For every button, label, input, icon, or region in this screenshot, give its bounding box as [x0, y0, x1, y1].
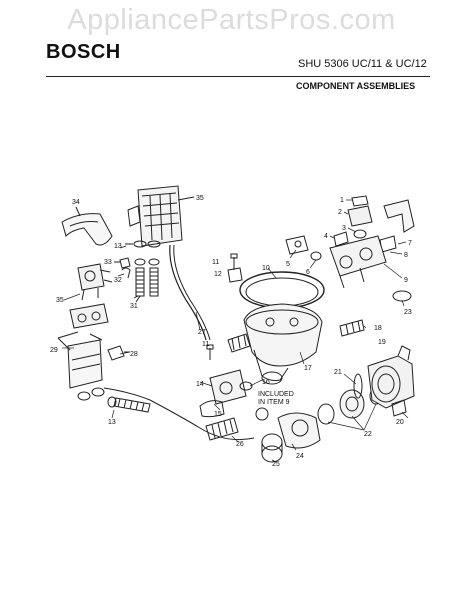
annotation-line-1: INCLUDED [258, 391, 294, 398]
part-13-seal-rings-upper [125, 240, 161, 266]
callout-24: 24 [296, 453, 304, 460]
part-32-clip [121, 267, 131, 279]
part-21-gasket [353, 373, 363, 399]
watermark-text: AppliancePartsPros.com [67, 4, 396, 36]
part-10-sump-ring [239, 271, 325, 309]
callout-3: 3 [342, 225, 346, 232]
part-19-pump-motor [367, 345, 415, 409]
part-26-drain-hose [205, 417, 239, 441]
part-11-screw-lower [206, 344, 214, 360]
part-34-cover-clip [61, 206, 113, 246]
part-25-impeller [261, 433, 283, 463]
callout-23: 23 [404, 309, 412, 316]
model-number: SHU 5306 UC/11 & UC/12 [298, 58, 427, 70]
callout-32: 32 [114, 277, 122, 284]
callout-21: 21 [334, 369, 342, 376]
callout-labels: 1 2 3 4 5 6 7 8 9 10 11 11 12 13 13 14 1… [50, 195, 412, 468]
part-16-fitting [227, 333, 251, 353]
callout-11-lower: 11 [202, 341, 209, 348]
callout-7: 7 [408, 240, 412, 247]
callout-15: 15 [214, 411, 222, 418]
callout-13-upper: 13 [114, 243, 122, 250]
callout-34: 34 [72, 199, 80, 206]
callout-33: 33 [104, 259, 112, 266]
callout-17: 17 [304, 365, 312, 372]
part-29-inlet-valve [57, 303, 109, 401]
part-9-softener-assembly [329, 235, 387, 289]
part-12-clip [227, 267, 243, 283]
callout-35-lower: 35 [56, 297, 64, 304]
callout-16: 16 [262, 379, 270, 386]
callout-25: 25 [272, 461, 280, 468]
callout-10: 10 [262, 265, 270, 272]
part-6-seal [310, 251, 322, 261]
callout-35-upper: 35 [196, 195, 204, 202]
part-30-float-switch [77, 263, 113, 301]
brand-logo-text: BOSCH [46, 41, 121, 63]
callout-26: 26 [236, 441, 244, 448]
part-14-clamp [239, 381, 253, 391]
callout-28: 28 [130, 351, 138, 358]
part-18-hose [339, 319, 365, 337]
callout-8: 8 [404, 252, 408, 259]
annotation-line-2: IN ITEM 9 [258, 399, 290, 406]
callout-14: 14 [196, 381, 204, 388]
callout-6: 6 [306, 269, 310, 276]
callout-9: 9 [404, 277, 408, 284]
callout-5: 5 [286, 261, 290, 268]
callout-1: 1 [340, 197, 344, 204]
part-15-pump-assembly [199, 369, 247, 418]
callout-11-upper: 11 [212, 259, 219, 266]
part-17-sump-housing [243, 303, 323, 385]
callout-29: 29 [50, 347, 58, 354]
callout-12: 12 [214, 271, 222, 278]
part-1-cap [351, 195, 369, 207]
part-13-bellows-lower [107, 396, 151, 413]
part-35-dispenser-housing [127, 185, 195, 247]
part-33-clip [114, 257, 131, 269]
part-5-switch [285, 235, 309, 255]
part-4-elbow [333, 231, 349, 247]
callout-2: 2 [338, 209, 342, 216]
part-23-hose-clamp [392, 290, 412, 302]
part-20-bracket [391, 399, 407, 417]
callout-22: 22 [364, 431, 372, 438]
part-31-bellows-hoses [135, 267, 159, 303]
part-3-connector [353, 229, 367, 239]
part-2-valve-body [347, 205, 373, 227]
part-7-bracket [383, 199, 415, 233]
callout-13-lower: 13 [108, 419, 116, 426]
part-24-pump-housing [255, 407, 321, 449]
callout-19: 19 [378, 339, 386, 346]
callout-27: 27 [198, 329, 206, 336]
callout-leaders [62, 199, 409, 463]
part-11-screw-upper [230, 253, 238, 270]
header-rule [46, 76, 430, 77]
callout-18: 18 [374, 325, 382, 332]
callout-4: 4 [324, 233, 328, 240]
section-title: COMPONENT ASSEMBLIES [296, 81, 416, 91]
part-27-hose [103, 244, 255, 441]
callout-31: 31 [130, 303, 138, 310]
callout-20: 20 [396, 419, 404, 426]
